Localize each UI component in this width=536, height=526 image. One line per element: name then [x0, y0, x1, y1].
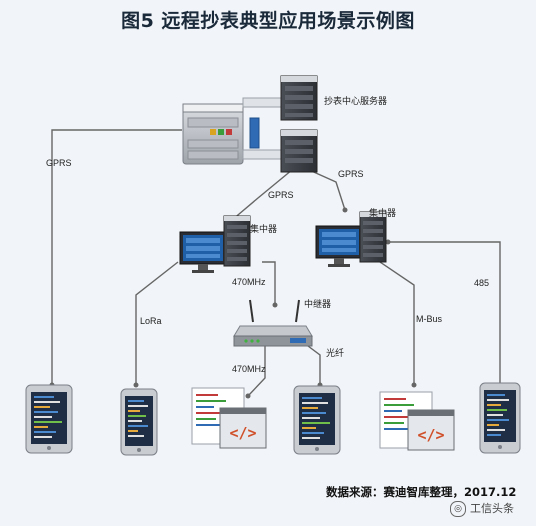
link-lora	[135, 261, 179, 385]
server-stack-bottom-icon	[280, 129, 318, 173]
repeater-router-icon	[233, 299, 313, 347]
code-window-left-icon: </>	[191, 387, 267, 449]
concentrator-left-label: 集中器	[250, 223, 277, 235]
server-stack-top-icon	[280, 75, 318, 121]
mhz-upper-label: 470MHz	[232, 277, 266, 287]
diagram-title: 图5 远程抄表典型应用场景示例图	[121, 10, 415, 32]
svg-text:</>: </>	[417, 426, 444, 444]
tablet-meter-icon	[25, 384, 73, 454]
concentrator-right-label: 集中器	[369, 207, 396, 219]
gprs-left-label: GPRS	[46, 158, 72, 168]
gprs-mid-label: GPRS	[268, 190, 294, 200]
connection-lines	[51, 129, 501, 397]
link-485	[388, 241, 501, 385]
phone-meter-right-icon	[479, 382, 521, 454]
link-main-to-concentrator-left	[231, 164, 299, 221]
mbus-label: M-Bus	[416, 314, 443, 324]
server-label: 抄表中心服务器	[324, 95, 387, 107]
link-470-upper	[262, 261, 276, 305]
link-mbus	[379, 261, 415, 385]
concentrator-right-icon	[315, 211, 387, 267]
tablet-meter-center-icon	[293, 385, 341, 455]
source-note: 数据来源：赛迪智库整理，2017.12	[326, 485, 517, 499]
485-label: 485	[474, 278, 489, 288]
concentrator-left-icon	[179, 215, 251, 273]
code-window-right-icon: </>	[379, 391, 455, 451]
link-470-lower	[247, 346, 266, 397]
gprs-right-label: GPRS	[338, 169, 364, 179]
mhz-lower-label: 470MHz	[232, 364, 266, 374]
watermark-text: 工信头条	[470, 502, 514, 515]
phone-meter-icon	[120, 388, 158, 456]
link-gprs-left	[51, 129, 182, 385]
svg-text:</>: </>	[229, 424, 256, 442]
pipe-connector-icon	[242, 97, 284, 160]
wechat-icon: ◎	[450, 501, 466, 517]
link-fiber	[299, 339, 321, 385]
fiber-label: 光纤	[326, 347, 344, 359]
main-server-rack-icon	[182, 103, 244, 165]
watermark: ◎ 工信头条	[450, 500, 514, 517]
connection-dots	[49, 207, 503, 399]
lora-label: LoRa	[140, 316, 162, 326]
repeater-label: 中继器	[304, 298, 331, 310]
